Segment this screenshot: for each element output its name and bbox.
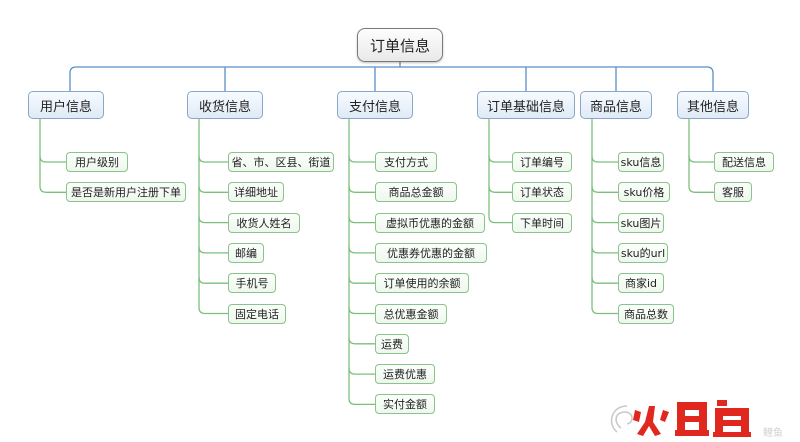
- leaf-receive-5[interactable]: 固定电话: [228, 303, 286, 324]
- leaf-connector-line: [39, 155, 66, 163]
- leaf-connector-line: [198, 246, 228, 254]
- category-other-info[interactable]: 其他信息: [677, 91, 749, 119]
- leaf-connector-line: [348, 216, 375, 224]
- leaf-user-0[interactable]: 用户级别: [66, 152, 128, 172]
- category-receive-info[interactable]: 收货信息: [187, 91, 263, 119]
- leaf-receive-2[interactable]: 收货人姓名: [228, 212, 300, 233]
- leaf-connector-line: [198, 307, 228, 315]
- watermark-carp-text: [675, 400, 751, 437]
- leaf-pay-0[interactable]: 支付方式: [375, 152, 437, 172]
- leaf-connector-line: [591, 307, 618, 315]
- leaf-connector-line: [591, 277, 618, 284]
- leaf-receive-0[interactable]: 省、市、区县、街道: [228, 152, 334, 172]
- leaf-connector-line: [591, 216, 618, 224]
- leaf-goods-3[interactable]: sku的url: [618, 242, 668, 263]
- leaf-pay-6[interactable]: 运费: [375, 333, 409, 354]
- watermark-swirl-icon: [610, 405, 633, 433]
- leaf-goods-4[interactable]: 商家id: [618, 273, 664, 294]
- leaf-receive-1[interactable]: 详细地址: [228, 182, 284, 203]
- leaf-pay-4[interactable]: 订单使用的余额: [375, 273, 469, 294]
- leaf-connector-line: [688, 155, 714, 163]
- leaf-user-1[interactable]: 是否是新用户注册下单: [66, 182, 186, 203]
- leaf-connector-line: [348, 155, 375, 163]
- leaf-connector-line: [591, 155, 618, 163]
- category-user-info[interactable]: 用户信息: [28, 91, 104, 119]
- leaf-goods-5[interactable]: 商品总数: [618, 303, 674, 324]
- leaf-connector-line: [488, 186, 512, 193]
- leaf-goods-1[interactable]: sku价格: [618, 182, 670, 203]
- leaf-pay-7[interactable]: 运费优惠: [375, 364, 435, 385]
- leaf-base-0[interactable]: 订单编号: [512, 152, 572, 172]
- leaf-connector-line: [688, 186, 714, 193]
- leaf-connector-line: [348, 398, 375, 406]
- leaf-connector-line: [198, 155, 228, 163]
- leaf-goods-0[interactable]: sku信息: [618, 152, 664, 172]
- leaf-other-1[interactable]: 客服: [714, 182, 752, 203]
- category-payment-info[interactable]: 支付信息: [337, 91, 413, 119]
- leaf-pay-5[interactable]: 总优惠金额: [375, 303, 447, 324]
- leaf-connector-line: [348, 337, 375, 345]
- leaf-connector-line: [198, 186, 228, 193]
- root-node[interactable]: 订单信息: [357, 28, 443, 62]
- category-order-base-info[interactable]: 订单基础信息: [477, 91, 575, 119]
- leaf-pay-1[interactable]: 商品总金额: [375, 182, 457, 203]
- leaf-goods-2[interactable]: sku图片: [618, 212, 664, 233]
- category-bus-line: [69, 66, 714, 91]
- leaf-base-1[interactable]: 订单状态: [512, 182, 572, 203]
- leaf-connector-line: [198, 277, 228, 284]
- leaf-connector-line: [488, 155, 512, 163]
- watermark-fire-icon: [633, 406, 669, 436]
- watermark-logo: 鲤鱼: [610, 400, 783, 439]
- leaf-connector-line: [591, 186, 618, 193]
- leaf-connector-line: [198, 216, 228, 224]
- leaf-pay-2[interactable]: 虚拟币优惠的金额: [375, 212, 485, 233]
- leaf-connector-line: [488, 216, 512, 224]
- leaf-connector-line: [591, 246, 618, 254]
- leaf-connector-line: [348, 277, 375, 284]
- leaf-receive-4[interactable]: 手机号: [228, 273, 276, 294]
- leaf-connector-line: [39, 186, 66, 193]
- leaf-connector-line: [348, 368, 375, 375]
- leaf-connector-line: [348, 307, 375, 315]
- leaf-pay-8[interactable]: 实付金额: [375, 394, 435, 415]
- leaf-connector-line: [348, 186, 375, 193]
- leaf-other-0[interactable]: 配送信息: [714, 152, 774, 172]
- leaf-connector-line: [348, 246, 375, 254]
- watermark-text: 鲤鱼: [763, 426, 783, 439]
- category-goods-info[interactable]: 商品信息: [580, 91, 652, 119]
- leaf-base-2[interactable]: 下单时间: [512, 212, 572, 233]
- leaf-receive-3[interactable]: 邮编: [228, 242, 264, 263]
- leaf-pay-3[interactable]: 优惠券优惠的金额: [375, 242, 487, 263]
